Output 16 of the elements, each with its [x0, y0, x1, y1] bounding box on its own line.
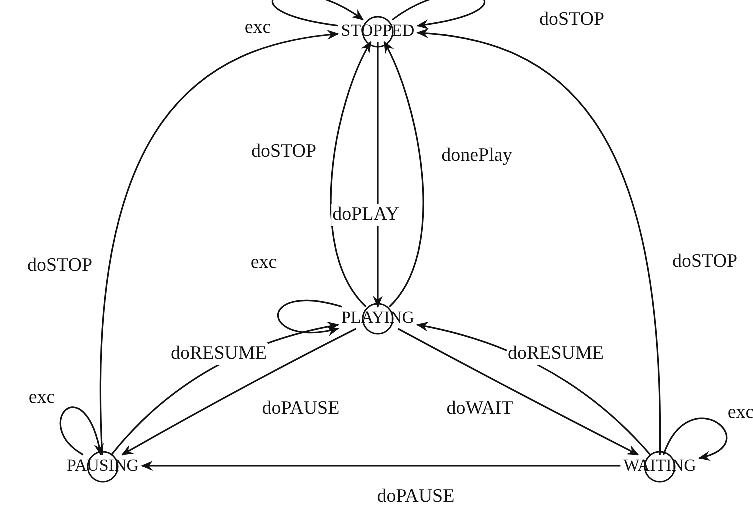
transition-arrow [392, 0, 486, 30]
transition-arrow [272, 0, 364, 27]
transition-arrow [141, 461, 621, 471]
transition-arrow [373, 42, 383, 308]
transition-arrow [663, 418, 728, 460]
transition-arrow [278, 300, 343, 336]
transition-arrow [416, 29, 661, 456]
edge-label: doPLAY [332, 204, 400, 226]
edge-label: doRESUME [506, 343, 606, 365]
transition-arrow [330, 41, 372, 308]
transition-arrow [398, 328, 640, 456]
edge-label: donePlay [440, 145, 514, 167]
transition-arrow [384, 41, 424, 308]
edge-label: doRESUME [170, 343, 268, 365]
transition-arrow [60, 406, 104, 456]
transition-arrow [100, 30, 340, 456]
